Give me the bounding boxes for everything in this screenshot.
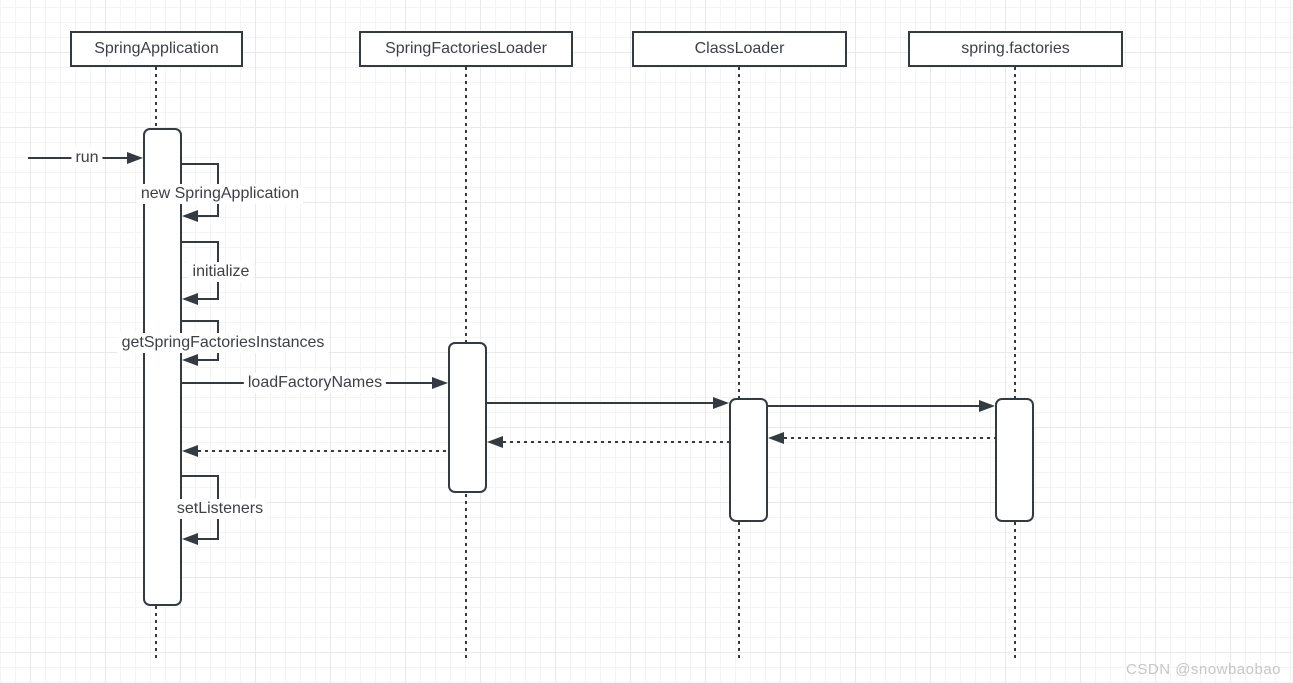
message-line bbox=[768, 405, 979, 407]
arrowhead-right bbox=[127, 152, 143, 164]
arrowhead-left bbox=[182, 293, 198, 305]
lifeline-classloader bbox=[738, 67, 740, 658]
participant-springapplication: SpringApplication bbox=[70, 31, 243, 67]
self-loop-return-line bbox=[198, 359, 219, 361]
participant-label: SpringApplication bbox=[94, 40, 219, 57]
participant-label: ClassLoader bbox=[694, 40, 785, 57]
message-label: setListeners bbox=[172, 499, 268, 519]
self-loop-return-line bbox=[198, 298, 219, 300]
activation-spring-factories bbox=[995, 398, 1034, 522]
message-label: getSpringFactoriesInstances bbox=[117, 333, 329, 353]
self-loop-top-line bbox=[182, 320, 219, 322]
participant-springfactoriesloader: SpringFactoriesLoader bbox=[359, 31, 573, 67]
arrowhead-left bbox=[182, 354, 198, 366]
message-label: initialize bbox=[188, 262, 254, 282]
message-line bbox=[487, 402, 713, 404]
message-label: new SpringApplication bbox=[136, 184, 304, 204]
arrowhead-left bbox=[182, 533, 198, 545]
self-loop-return-line bbox=[198, 215, 219, 217]
activation-springapplication bbox=[143, 128, 182, 606]
activation-springfactoriesloader bbox=[448, 342, 487, 493]
arrowhead-left bbox=[182, 445, 198, 457]
watermark: CSDN @snowbaobao bbox=[1126, 661, 1281, 678]
arrowhead-left bbox=[182, 210, 198, 222]
participant-classloader: ClassLoader bbox=[632, 31, 847, 67]
arrowhead-left bbox=[768, 432, 784, 444]
lifeline-spring-factories bbox=[1014, 67, 1016, 658]
return-line bbox=[198, 450, 448, 452]
activation-classloader bbox=[729, 398, 768, 522]
participant-label: spring.factories bbox=[961, 40, 1070, 57]
arrowhead-right bbox=[713, 397, 729, 409]
self-loop-return-line bbox=[198, 538, 219, 540]
self-loop-top-line bbox=[182, 475, 219, 477]
participant-label: SpringFactoriesLoader bbox=[385, 40, 547, 57]
participant-spring-factories: spring.factories bbox=[908, 31, 1123, 67]
self-loop-top-line bbox=[182, 241, 219, 243]
arrowhead-right bbox=[979, 400, 995, 412]
return-line bbox=[784, 437, 995, 439]
self-loop-top-line bbox=[182, 163, 219, 165]
message-label: loadFactoryNames bbox=[243, 373, 387, 393]
message-label: run bbox=[71, 148, 103, 168]
return-line bbox=[503, 441, 729, 443]
arrowhead-left bbox=[487, 436, 503, 448]
arrowhead-right bbox=[432, 377, 448, 389]
